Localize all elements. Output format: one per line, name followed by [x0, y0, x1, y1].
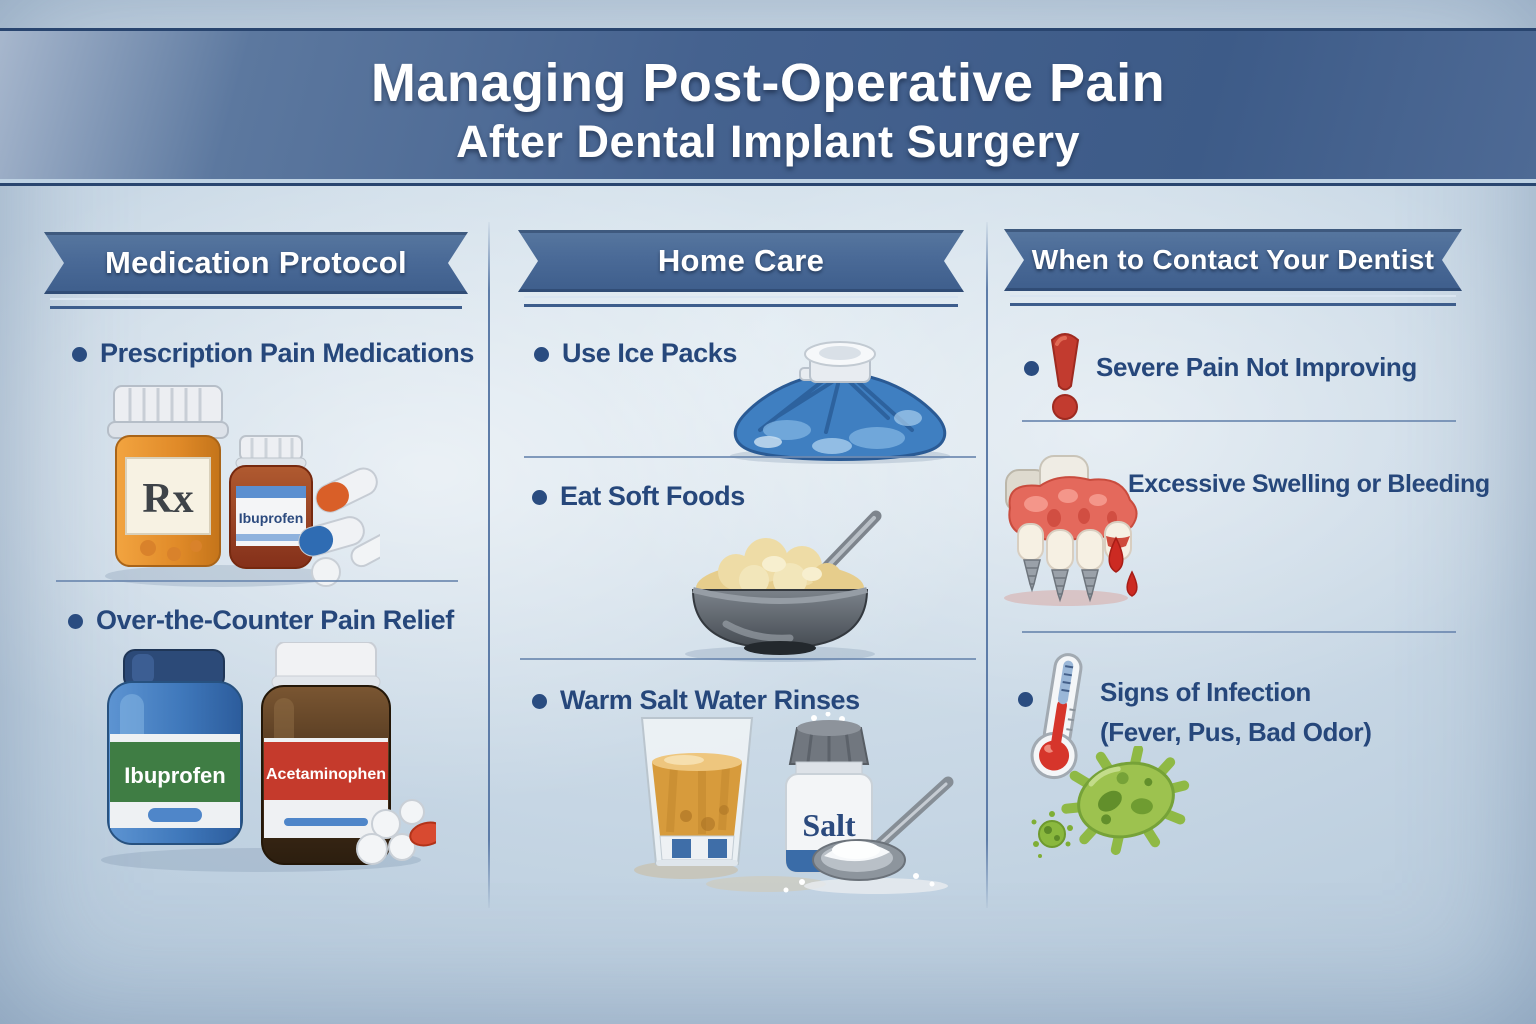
infection-label-line1: Signs of Infection	[1100, 677, 1311, 707]
column-header: Medication Protocol	[105, 245, 407, 280]
bullet-icon	[1018, 692, 1033, 707]
dental-implant-bleeding-illustration	[1004, 455, 1138, 606]
capsule-orange-icon	[315, 467, 378, 513]
item-signs-of-infection: Signs of Infection (Fever, Pus, Bad Odor…	[1100, 672, 1372, 752]
ribbon-underline	[50, 298, 462, 309]
page-subtitle: After Dental Implant Surgery	[455, 116, 1081, 167]
ibuprofen-otc-label: Ibuprofen	[124, 763, 225, 788]
column-divider	[986, 222, 988, 908]
infection-label-line2: (Fever, Pus, Bad Odor)	[1100, 717, 1372, 747]
item-severe-pain: Severe Pain Not Improving	[1096, 352, 1417, 382]
title-banner	[0, 28, 1536, 186]
column-header: Home Care	[657, 243, 825, 278]
red-pill-icon	[409, 821, 436, 847]
tablet-icon	[311, 557, 341, 587]
column-header: When to Contact Your Dentist	[1031, 244, 1435, 275]
section-divider	[1022, 420, 1456, 422]
acetaminophen-otc-label: Acetaminophen	[266, 766, 386, 783]
thermometer-icon	[1030, 653, 1083, 780]
capsule-white-icon	[350, 531, 380, 568]
ribbon-contact-dentist: When to Contact Your Dentist	[1004, 229, 1462, 291]
bullet-icon	[532, 490, 547, 505]
bullet-icon	[72, 347, 87, 362]
rx-label: Rx	[142, 476, 193, 522]
soft-food-bowl-illustration	[685, 510, 882, 662]
section-divider	[520, 658, 976, 660]
salt-jar-label: Salt	[802, 807, 856, 843]
item-warm-salt-water-rinses: Warm Salt Water Rinses	[560, 685, 860, 715]
germs-icon	[1031, 746, 1190, 858]
item-excessive-swelling: Excessive Swelling or Bleeding	[1128, 470, 1490, 498]
ibuprofen-rx-label: Ibuprofen	[239, 510, 304, 526]
ribbon-underline	[1010, 295, 1456, 306]
item-prescription-pain-medications: Prescription Pain Medications	[100, 338, 474, 368]
bullet-icon	[68, 614, 83, 629]
item-otc-pain-relief: Over-the-Counter Pain Relief	[96, 605, 454, 635]
prescription-bottles-illustration: Rx Ibuprofen	[105, 385, 380, 587]
bullet-icon	[534, 347, 549, 362]
section-divider	[1022, 631, 1456, 633]
ribbon-medication-protocol: Medication Protocol	[44, 232, 468, 294]
page-title: Managing Post-Operative Pain	[370, 53, 1166, 113]
bullet-icon	[1024, 361, 1039, 376]
section-divider	[524, 456, 976, 458]
ribbon-underline	[524, 296, 958, 307]
capsule-blue-icon	[298, 516, 365, 557]
otc-bottles-illustration: Ibuprofen Acetaminophen	[101, 642, 436, 872]
ice-pack-illustration	[730, 341, 950, 464]
item-eat-soft-foods: Eat Soft Foods	[560, 481, 745, 511]
column-divider	[488, 222, 490, 908]
alert-exclamation-icon	[1050, 333, 1080, 420]
salt-water-rinse-illustration: Salt	[634, 712, 954, 894]
ribbon-home-care: Home Care	[518, 230, 964, 292]
section-divider	[56, 580, 458, 582]
item-use-ice-packs: Use Ice Packs	[562, 338, 737, 368]
bullet-icon	[532, 694, 547, 709]
